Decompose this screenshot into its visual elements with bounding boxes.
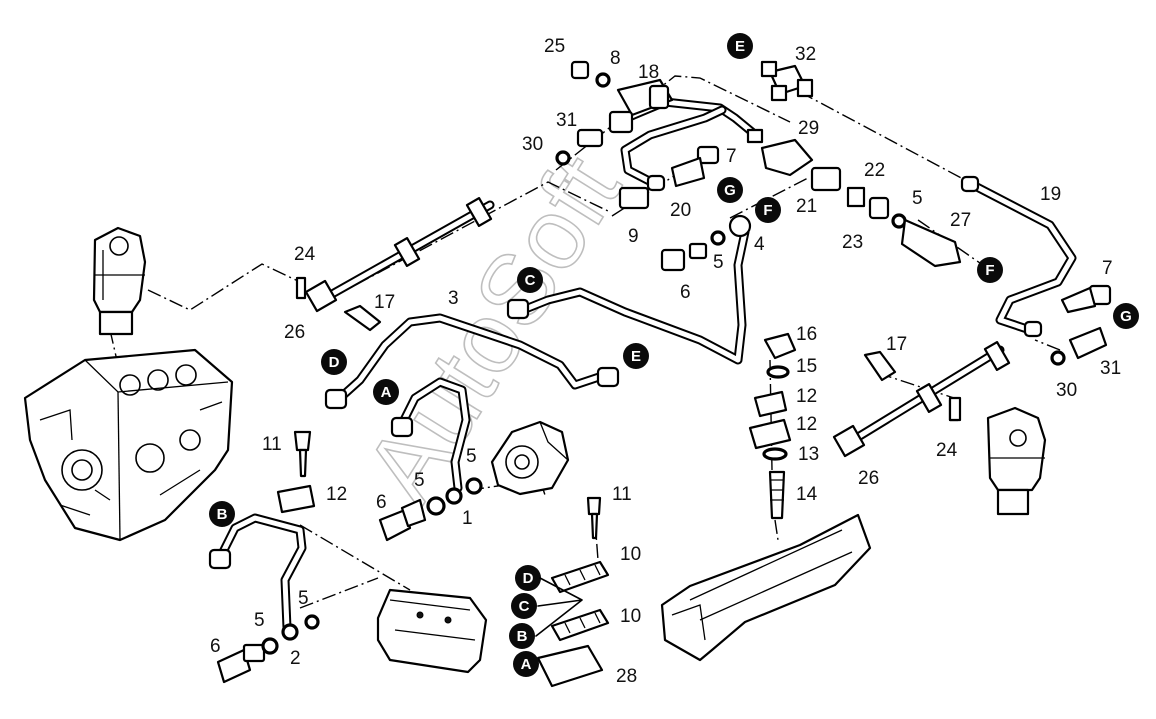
marker-c: C [517,267,543,293]
label-19: 19 [1040,184,1061,205]
marker-g-top: G [717,177,743,203]
label-12-left: 12 [326,484,347,505]
marker-d-left-label: D [329,354,340,371]
label-12-a: 12 [796,386,817,407]
marker-d-bottom-label: D [523,570,534,587]
label-7-right: 7 [1102,258,1113,279]
label-5-bottomB: 5 [254,610,265,631]
label-4: 4 [754,234,765,255]
marker-d-left: D [321,349,347,375]
marker-e-mid-label: E [631,348,641,365]
label-24-right: 24 [936,440,958,461]
part-number-labels: 25 8 18 32 31 30 29 7 22 19 5 21 20 27 9… [210,36,1121,687]
marker-a-bottom: A [513,651,539,677]
label-5-topright: 5 [912,188,923,209]
label-7-top: 7 [726,146,737,167]
label-6-bottom: 6 [210,636,221,657]
label-31-right: 31 [1100,358,1121,379]
marker-g-right-label: G [1120,308,1132,325]
label-10-b: 10 [620,606,641,627]
hydraulic-pump-left [92,226,147,336]
label-24-left: 24 [294,244,316,265]
marker-b-left-label: B [217,506,228,523]
label-26-left: 26 [284,322,305,343]
label-31-top: 31 [556,110,577,131]
leader-lines [109,75,1061,609]
label-22: 22 [864,160,885,181]
label-26-right: 26 [858,468,879,489]
label-5-mid: 5 [713,252,724,273]
marker-c-bottom-label: C [519,598,530,615]
marker-b-bottom-label: B [517,628,528,645]
label-16: 16 [796,324,817,345]
marker-f-top-label: F [763,202,772,219]
label-27: 27 [950,210,971,231]
pipe-19 [970,181,1077,335]
label-9: 9 [628,226,639,247]
marker-a-left: A [373,379,399,405]
label-15: 15 [796,356,817,377]
hydraulic-pump-right [986,406,1047,516]
marker-e-top: E [727,33,753,59]
marker-c-bottom: C [511,593,537,619]
label-29: 29 [798,118,819,139]
marker-a-bottom-label: A [521,656,532,673]
marker-f-top: F [755,197,781,223]
label-28: 28 [616,666,637,687]
label-11-center: 11 [612,484,632,505]
label-21: 21 [796,196,817,217]
pipe-3 [335,313,610,403]
label-5-pumpB: 5 [466,446,477,467]
label-20: 20 [670,200,691,221]
label-13: 13 [798,444,819,465]
label-12-b: 12 [796,414,817,435]
label-18: 18 [638,62,659,83]
label-30-top: 30 [522,134,543,155]
marker-f-right: F [977,257,1003,283]
label-11-left: 11 [262,434,282,455]
marker-a-left-label: A [381,384,392,401]
label-1: 1 [462,508,473,529]
label-6-mid: 6 [680,282,691,303]
fittings [208,60,1112,688]
pipe-c [513,227,750,365]
connection-markers: E G F F C G E D [209,33,1139,677]
label-25: 25 [544,36,565,57]
label-30-right: 30 [1056,380,1077,401]
label-5-bottomA: 5 [298,588,309,609]
label-3: 3 [448,288,459,309]
valve-cover-left [376,588,488,674]
pipe-a [395,377,471,493]
fuel-rail-left [295,197,495,313]
label-17-right: 17 [886,334,907,355]
injection-pump [490,420,570,496]
pipe-b [215,513,307,633]
label-2: 2 [290,648,301,669]
label-32: 32 [795,44,816,65]
marker-b-left: B [209,501,235,527]
label-8: 8 [610,48,621,69]
label-23: 23 [842,232,863,253]
marker-c-label: C [525,272,536,289]
marker-b-bottom: B [509,623,535,649]
valve-cover-right [660,513,872,662]
engine-block [23,348,234,542]
label-14: 14 [796,484,818,505]
marker-e-mid: E [623,343,649,369]
label-5-pumpA: 5 [414,470,425,491]
marker-e-top-label: E [735,38,745,55]
label-6-pump: 6 [376,492,387,513]
fuel-rail-right [832,341,1011,458]
label-17-left: 17 [374,292,395,313]
label-10-a: 10 [620,544,641,565]
marker-g-top-label: G [724,182,736,199]
marker-f-right-label: F [985,262,994,279]
marker-g-right: G [1113,303,1139,329]
marker-d-bottom: D [515,565,541,591]
